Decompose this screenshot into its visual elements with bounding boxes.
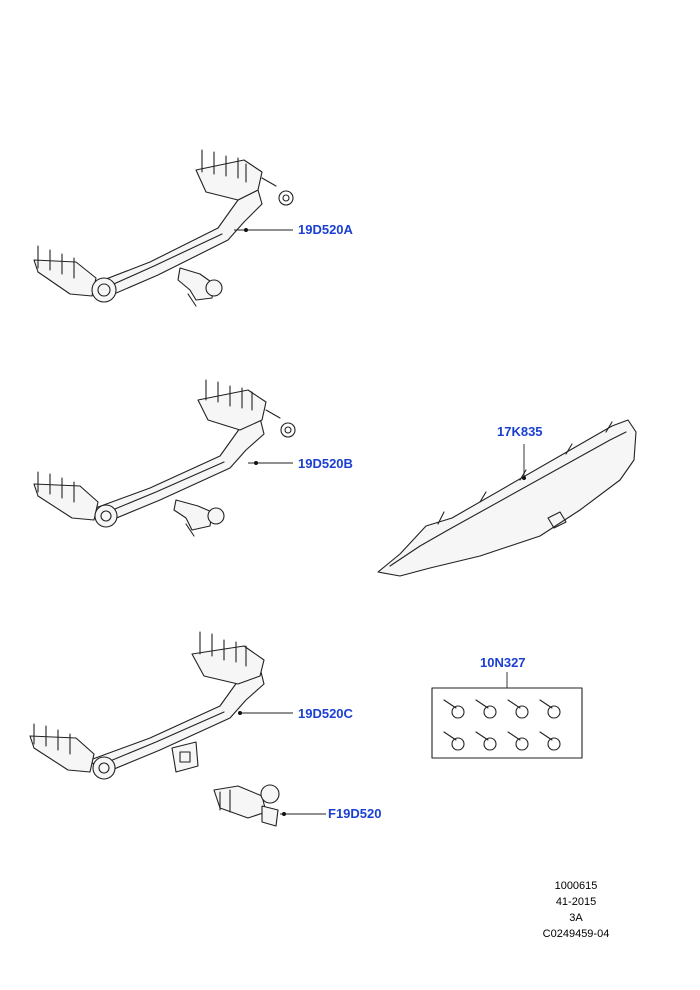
- callout-10n327[interactable]: 10N327: [480, 655, 526, 670]
- callout-19d520c[interactable]: 19D520C: [298, 706, 353, 721]
- reference-line-2: 41-2015: [555, 896, 597, 908]
- diagram-reference-block: 1000615 41-2015 3A C0249459-04: [516, 878, 636, 942]
- callout-19d520a[interactable]: 19D520A: [298, 222, 353, 237]
- callout-f19d520[interactable]: F19D520: [328, 806, 382, 821]
- reference-line-4: C0249459-04: [542, 928, 610, 940]
- callout-19d520b[interactable]: 19D520B: [298, 456, 353, 471]
- reference-line-3: 3A: [569, 912, 583, 924]
- tow-bar-a-drawing[interactable]: [33, 149, 294, 307]
- callout-17k835[interactable]: 17K835: [497, 424, 543, 439]
- reference-line-1: 1000615: [554, 880, 598, 892]
- tow-bar-c-drawing[interactable]: [29, 631, 293, 780]
- tow-bar-b-drawing[interactable]: [33, 379, 296, 537]
- bolt-kit-drawing[interactable]: [431, 672, 583, 759]
- bumper-panel-drawing[interactable]: [377, 419, 637, 577]
- tow-ball-drawing[interactable]: [213, 784, 326, 827]
